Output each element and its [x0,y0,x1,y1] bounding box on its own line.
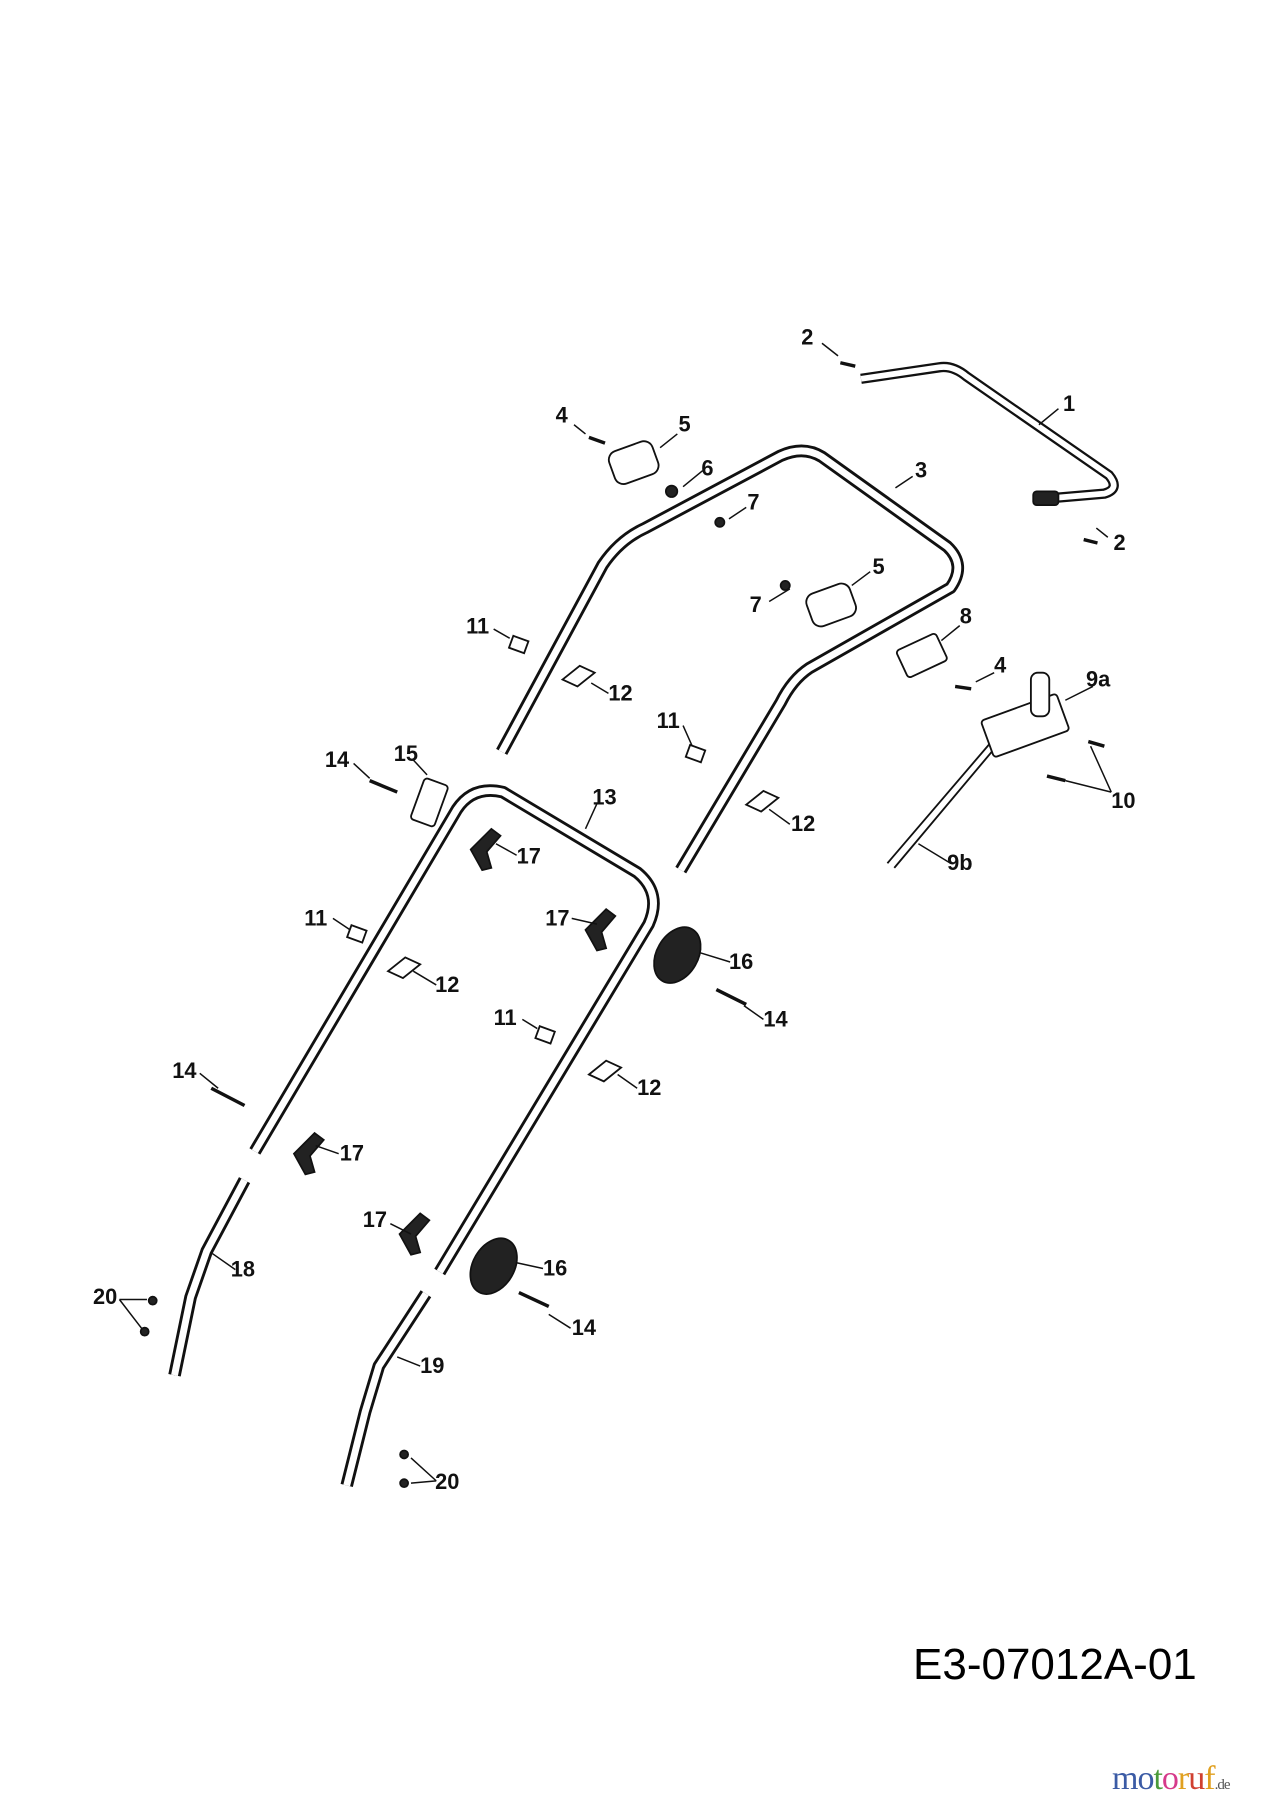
label-5: 5 [872,554,884,579]
label-11: 11 [304,905,327,930]
cable-9b [886,743,998,869]
label-4: 4 [556,402,568,427]
label-1: 1 [1063,391,1075,416]
callout-labels: 2 1 4 5 6 3 7 2 5 7 8 11 4 9a 12 11 14 1… [93,324,1135,1494]
label-7: 7 [747,490,759,515]
label-19: 19 [420,1353,444,1378]
label-6: 6 [701,455,713,480]
label-2: 2 [801,324,813,349]
label-15: 15 [394,741,418,766]
watermark-name: motoruf [1112,1760,1216,1797]
lower-handle-13 [249,784,660,1276]
label-18: 18 [231,1257,255,1282]
control-bar-1 [860,361,1119,504]
label-17: 17 [340,1141,364,1166]
label-2: 2 [1114,530,1126,555]
label-14: 14 [325,747,349,772]
label-17: 17 [545,905,569,930]
label-7: 7 [750,592,762,617]
label-20: 20 [93,1284,117,1309]
watermark-logo: motoruf.de [1112,1760,1231,1798]
label-14: 14 [172,1058,196,1083]
label-14: 14 [572,1315,596,1340]
lower-tube-19 [340,1290,432,1487]
small-parts [139,361,1105,1489]
label-12: 12 [637,1075,661,1100]
upper-handle-3 [496,444,965,874]
label-14: 14 [763,1006,787,1031]
label-16: 16 [543,1255,567,1280]
label-11: 11 [657,708,680,733]
label-12: 12 [435,972,459,997]
label-13: 13 [592,785,616,810]
label-11: 11 [466,614,489,639]
label-10: 10 [1111,788,1135,813]
leader-lines [118,342,1112,1484]
label-12: 12 [791,811,815,836]
watermark-suffix: .de [1214,1777,1231,1793]
label-8: 8 [960,603,972,628]
label-12: 12 [608,680,632,705]
drawing-code: E3-07012A-01 [913,1640,1197,1689]
label-16: 16 [729,949,753,974]
label-17: 17 [517,843,541,868]
label-9b: 9b [947,850,972,875]
label-9a: 9a [1086,666,1111,691]
label-11: 11 [494,1005,517,1030]
label-3: 3 [915,458,927,483]
label-4: 4 [994,653,1006,678]
lower-tube-18 [168,1177,251,1377]
label-5: 5 [678,412,690,437]
label-20: 20 [435,1469,459,1494]
label-17: 17 [363,1207,387,1232]
